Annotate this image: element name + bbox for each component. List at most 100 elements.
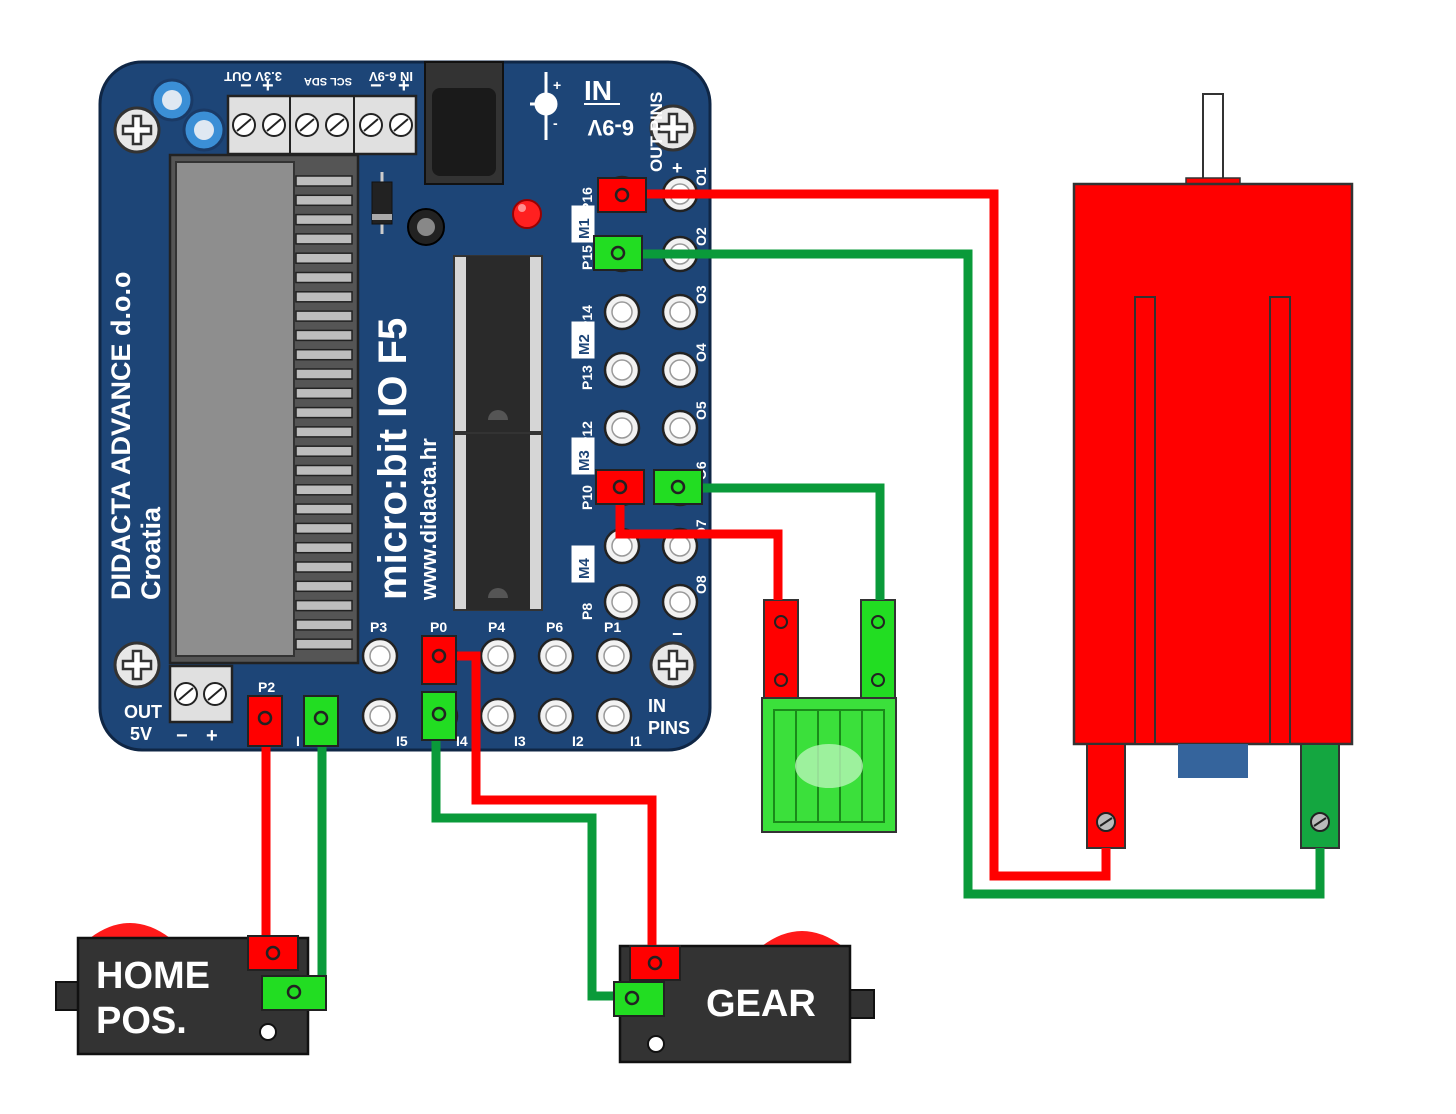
connector-finger xyxy=(295,233,353,245)
terminal-block-top xyxy=(226,94,418,156)
pin-hole[interactable] xyxy=(361,697,399,735)
screw-icon xyxy=(113,641,161,689)
connector-finger xyxy=(295,522,353,535)
label-plus: + xyxy=(262,75,274,97)
connectors xyxy=(247,177,703,1017)
controller-board: 3.3V OUT SCL SDA IN 6-9V + − + − + - IN … xyxy=(98,60,712,752)
label-scl-sda: SCL SDA xyxy=(304,75,352,87)
label-pins: PINS xyxy=(648,718,690,738)
motor-body xyxy=(1072,182,1354,746)
polarity-icon xyxy=(530,72,558,140)
connector-finger xyxy=(295,310,353,322)
light-sensor xyxy=(761,599,897,833)
connector-finger xyxy=(295,329,353,342)
pin-hole[interactable] xyxy=(661,351,699,389)
connector-finger xyxy=(295,484,353,496)
pin-hole[interactable] xyxy=(537,637,575,675)
wire-red xyxy=(615,488,783,600)
label-out-pins: OUT PINS xyxy=(647,92,666,172)
motor-pin-label: P13 xyxy=(579,365,595,390)
in-pin-label: I4 xyxy=(456,733,468,749)
pin-hole[interactable] xyxy=(603,583,641,621)
label-minus: − xyxy=(370,75,382,97)
out-pin-label: O8 xyxy=(693,575,709,594)
out-pin-label: O2 xyxy=(693,227,709,246)
svg-text:+: + xyxy=(553,77,561,93)
connector-green xyxy=(421,691,457,741)
home-switch-label: HOME xyxy=(96,955,210,997)
svg-text:−: − xyxy=(672,624,683,644)
out-pin-label: O3 xyxy=(693,285,709,304)
pin-hole[interactable] xyxy=(603,351,641,389)
photoresistor-icon xyxy=(795,744,863,788)
pin-hole[interactable] xyxy=(595,697,633,735)
svg-text:-: - xyxy=(553,115,558,131)
connector-green xyxy=(303,695,339,747)
in-pin-label: P1 xyxy=(604,619,621,635)
in-pin-label: P4 xyxy=(488,619,505,635)
out-pin-label: O4 xyxy=(693,343,709,362)
in-pin-label: I2 xyxy=(572,733,584,749)
label-minus: − xyxy=(240,75,252,97)
svg-text:+: + xyxy=(672,158,683,178)
motor-channel-label: M4 xyxy=(571,545,595,583)
led-icon xyxy=(512,199,542,229)
connector-finger xyxy=(295,445,353,457)
connector-red xyxy=(595,469,645,505)
pin-hole[interactable] xyxy=(595,637,633,675)
wire-red xyxy=(440,651,657,948)
out-pin-label: O5 xyxy=(693,401,709,420)
wire-green xyxy=(620,249,1325,899)
connector-red xyxy=(629,945,681,981)
in-pin-label: I5 xyxy=(396,733,408,749)
screw-icon xyxy=(1096,812,1116,832)
pin-hole[interactable] xyxy=(603,293,641,331)
dc-power-jack xyxy=(424,61,504,185)
pin-hole[interactable] xyxy=(479,637,517,675)
connector-green xyxy=(593,235,643,271)
label-power-in: IN xyxy=(584,75,612,106)
connector-finger xyxy=(295,271,353,284)
pin-hole[interactable] xyxy=(603,409,641,447)
button-icon xyxy=(407,208,445,246)
svg-text:M4: M4 xyxy=(576,558,593,579)
pin-hole[interactable] xyxy=(361,637,399,675)
connector-finger xyxy=(295,406,353,419)
pin-hole[interactable] xyxy=(661,583,699,621)
pin-hole[interactable] xyxy=(661,293,699,331)
connector-red xyxy=(247,935,299,971)
svg-text:+: + xyxy=(206,725,218,747)
svg-text:M1: M1 xyxy=(576,218,593,239)
connector-finger xyxy=(295,348,353,361)
motor-terminal-red xyxy=(1086,743,1126,849)
out-pin-label: O1 xyxy=(693,167,709,186)
screw-icon xyxy=(649,641,697,689)
microbit-edge-connector xyxy=(168,153,360,665)
ic-chip xyxy=(453,255,543,433)
pin-hole[interactable] xyxy=(661,409,699,447)
connector-red xyxy=(597,177,647,213)
connector-finger xyxy=(295,213,353,226)
in-pin-label: I1 xyxy=(630,733,642,749)
connector-finger xyxy=(295,541,353,554)
connector-finger xyxy=(295,464,353,477)
connector-red xyxy=(421,635,457,685)
label-out: OUT xyxy=(124,702,162,722)
connector-finger xyxy=(295,194,353,207)
connector-finger xyxy=(295,638,353,650)
dc-motor xyxy=(1072,93,1354,849)
motor-channel-label: M3 xyxy=(571,437,595,475)
pin-hole[interactable] xyxy=(479,697,517,735)
in-pin-label: P6 xyxy=(546,619,563,635)
connector-finger xyxy=(295,580,353,593)
svg-text:M2: M2 xyxy=(576,334,593,355)
motor-shaft xyxy=(1202,93,1224,185)
in-pin-label: I3 xyxy=(514,733,526,749)
wire-green xyxy=(678,483,885,600)
label-in-6-9v: IN 6-9V xyxy=(369,69,413,84)
pin-hole[interactable] xyxy=(537,697,575,735)
terminal-block-5v xyxy=(168,664,234,724)
label-i: I xyxy=(296,733,300,749)
in-pin-label: P0 xyxy=(430,619,447,635)
